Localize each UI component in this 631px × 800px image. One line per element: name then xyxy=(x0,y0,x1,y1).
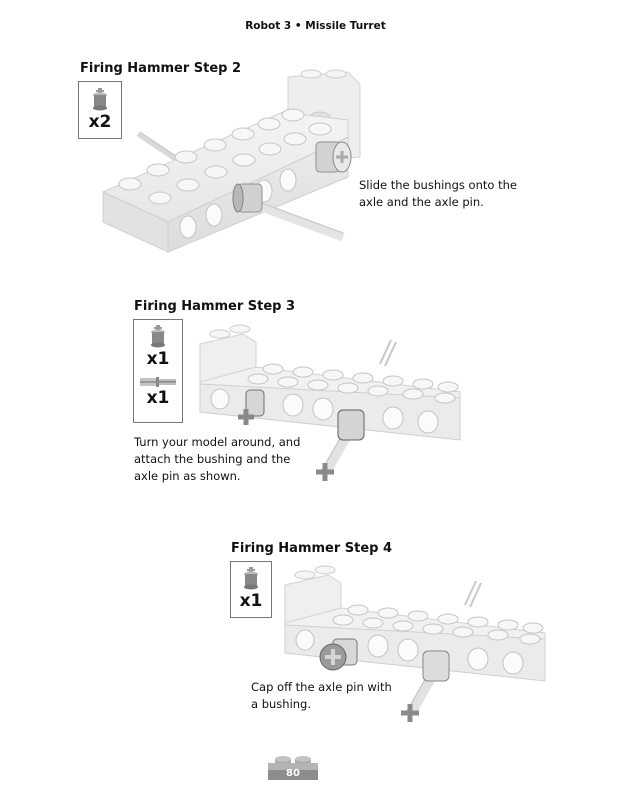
parts-item: x1 xyxy=(231,567,271,610)
caption-line: attach the bushing and the xyxy=(134,452,291,466)
caption-line: Turn your model around, and xyxy=(134,435,301,449)
part-quantity: x1 xyxy=(146,349,170,369)
step-3-caption: Turn your model around, and attach the b… xyxy=(134,434,300,485)
parts-item: x1 xyxy=(134,376,182,407)
step-4-parts-box: x1 xyxy=(230,561,272,618)
page-number-badge: 80 xyxy=(268,756,318,780)
step-4-caption: Cap off the axle pin with a bushing. xyxy=(251,679,392,713)
parts-item: x2 xyxy=(79,88,121,131)
part-quantity: x1 xyxy=(146,388,170,408)
step-4-model-illustration xyxy=(283,563,553,728)
step-2-parts-box: x2 xyxy=(78,81,122,139)
part-quantity: x2 xyxy=(88,112,112,132)
parts-item: x1 xyxy=(134,325,182,368)
part-quantity: x1 xyxy=(239,591,263,611)
caption-line: a bushing. xyxy=(251,697,312,711)
caption-line: axle and the axle pin. xyxy=(359,195,484,209)
bushing-icon xyxy=(151,325,165,348)
lego-plate-icon xyxy=(268,756,318,780)
caption-line: axle pin as shown. xyxy=(134,469,241,483)
bushing-icon xyxy=(244,567,258,590)
caption-line: Slide the bushings onto the xyxy=(359,178,517,192)
step-4-title: Firing Hammer Step 4 xyxy=(231,541,393,556)
step-2-caption: Slide the bushings onto the axle and the… xyxy=(359,177,517,211)
page-number: 80 xyxy=(286,768,300,779)
caption-line: Cap off the axle pin with xyxy=(251,680,392,694)
step-2-model-illustration xyxy=(98,62,368,257)
step-3-title: Firing Hammer Step 3 xyxy=(134,299,296,314)
running-header: Robot 3 • Missile Turret xyxy=(245,20,386,32)
bushing-icon xyxy=(93,88,107,111)
step-3-parts-box: x1 x1 xyxy=(133,319,183,423)
step-2-title: Firing Hammer Step 2 xyxy=(80,61,242,76)
step-3-model-illustration xyxy=(198,322,468,487)
axle-pin-icon xyxy=(140,377,176,387)
